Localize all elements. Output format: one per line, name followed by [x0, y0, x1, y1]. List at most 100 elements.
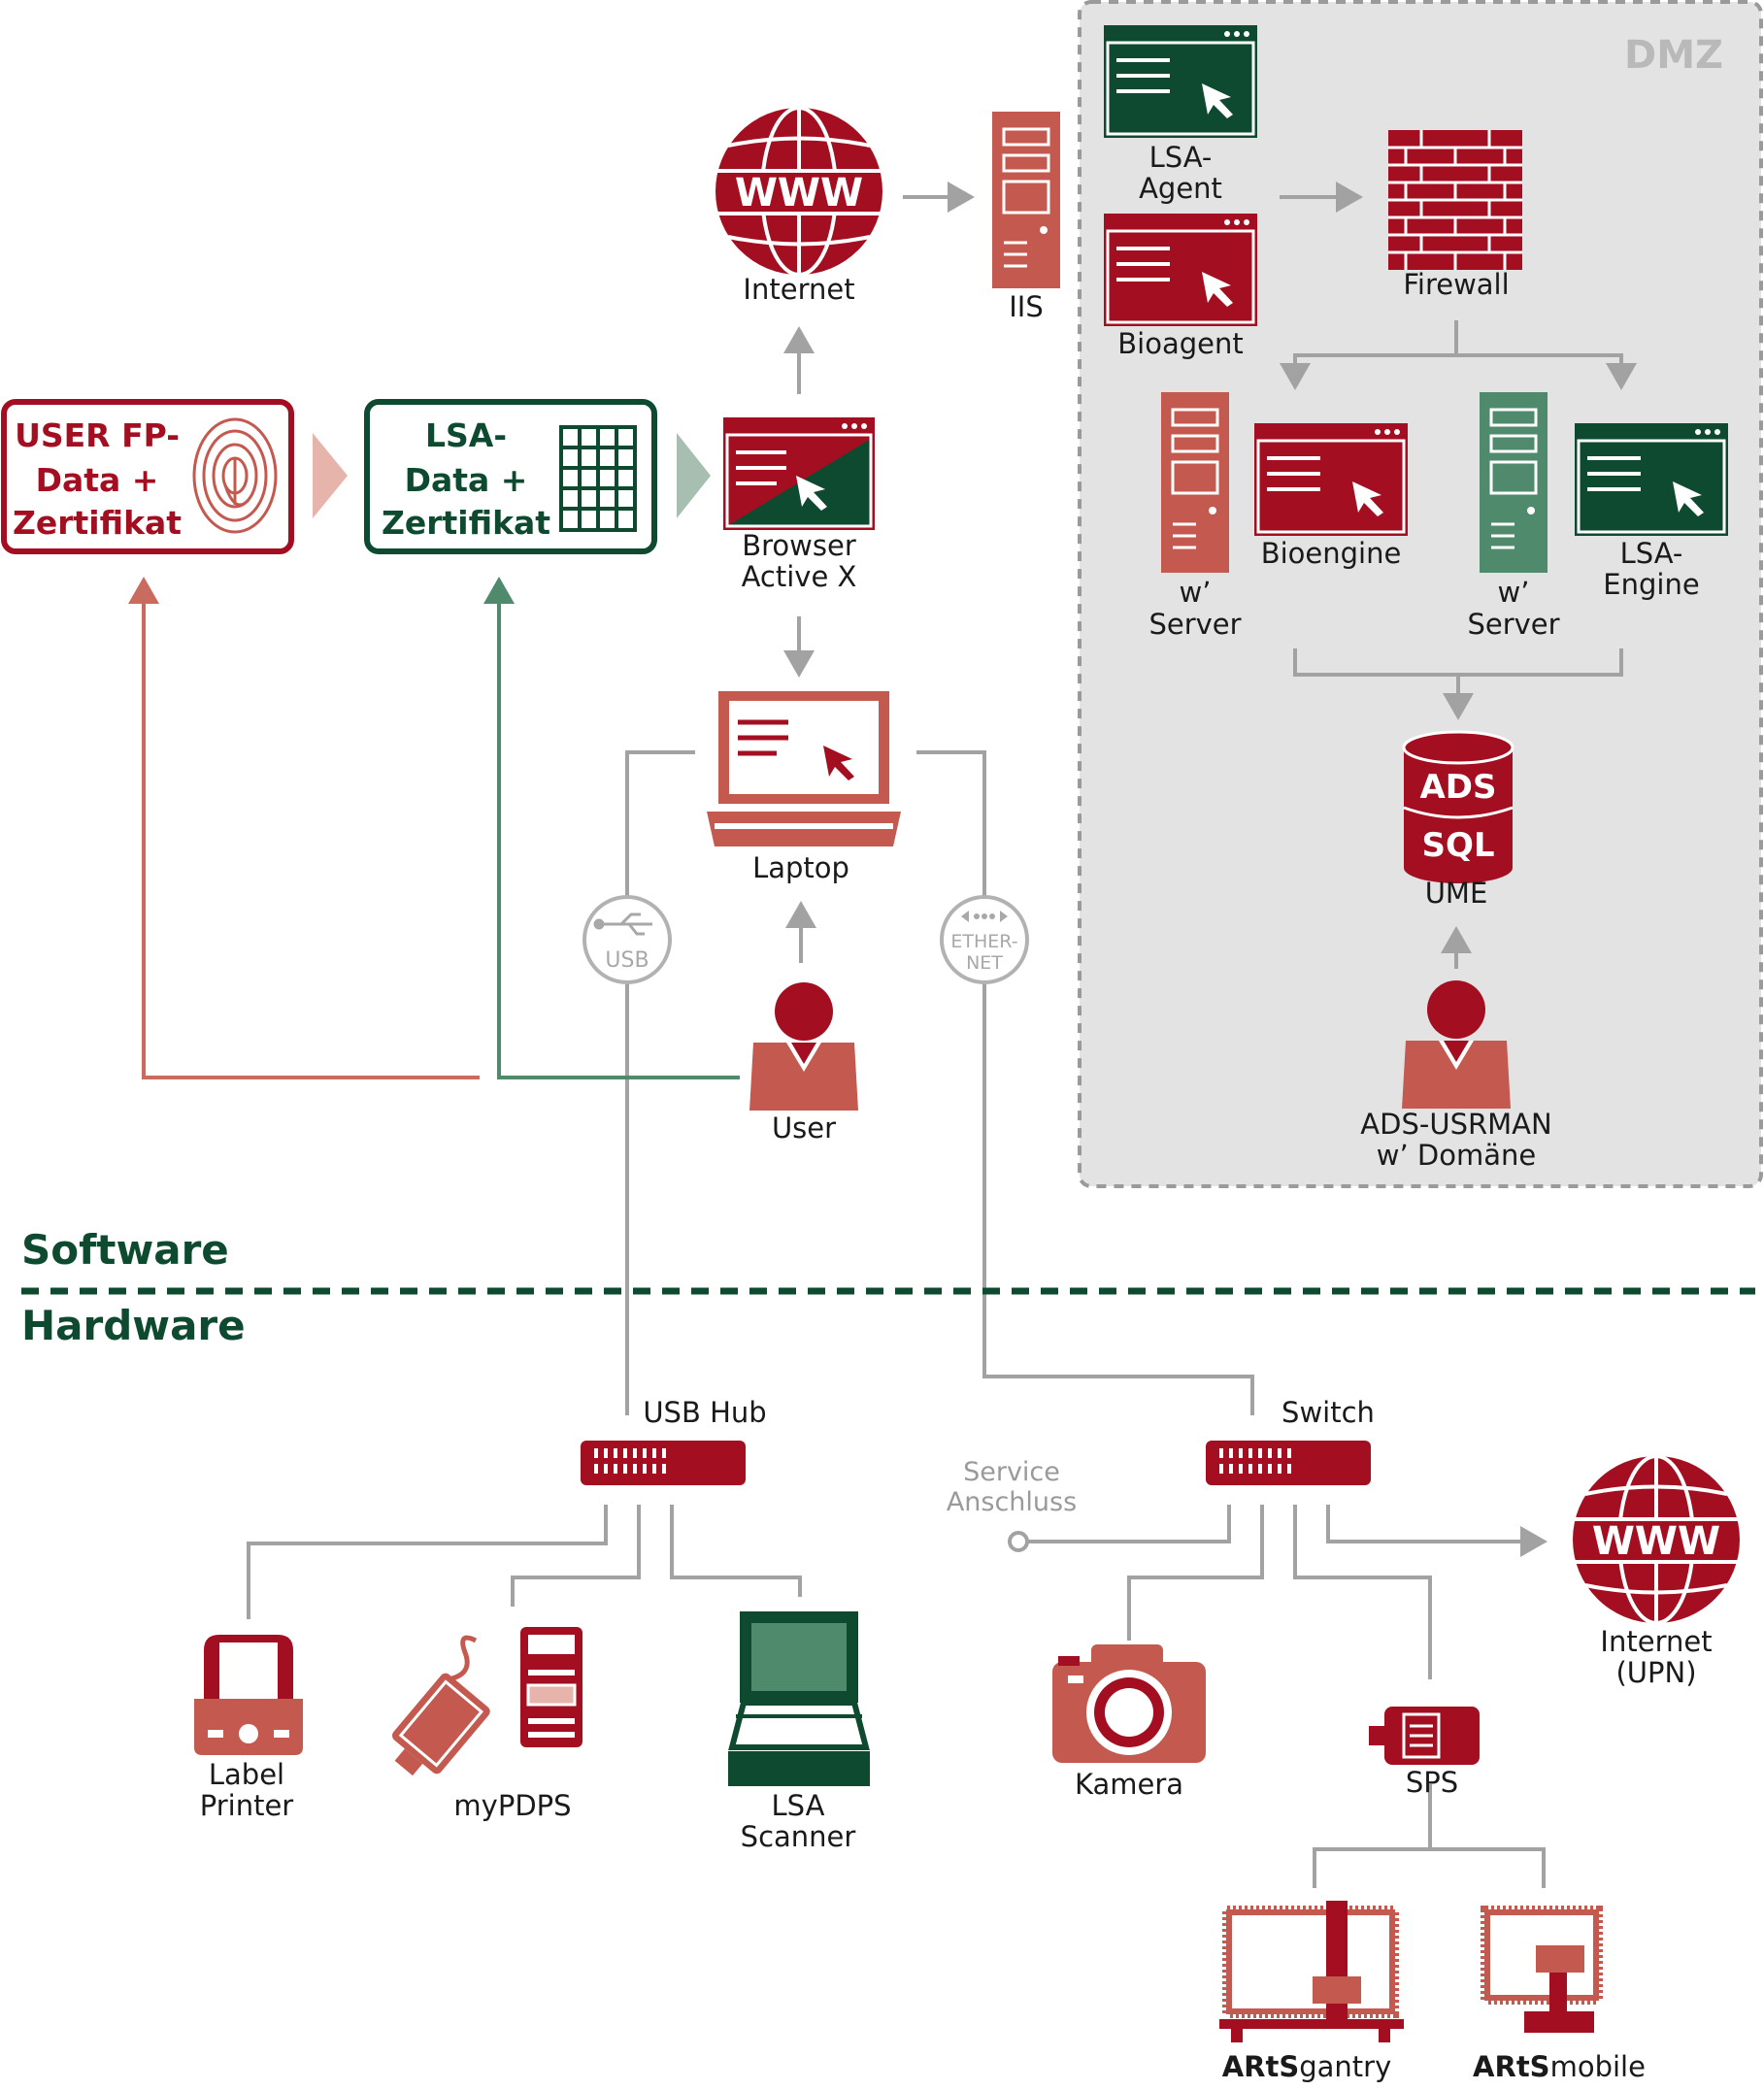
fingerprint-icon — [192, 417, 278, 534]
bioengine-label: Bioengine — [1261, 537, 1402, 570]
internet-node[interactable]: WWW Internet — [716, 106, 882, 306]
globe-icon: WWW — [716, 106, 882, 277]
dmz-title: DMZ — [1624, 33, 1723, 78]
svg-text:SQL: SQL — [1421, 826, 1494, 865]
gantry-icon — [1219, 1901, 1404, 2042]
software-section-title: Software — [21, 1226, 229, 1274]
artsmobile-label: ARtSmobile — [1473, 2050, 1646, 2083]
server-tower-icon — [992, 112, 1060, 288]
admin-user-node[interactable]: ADS-USRMAN w’ Domäne — [1360, 980, 1552, 1172]
camera-icon — [1052, 1644, 1206, 1763]
user-fp-line-3: Zertifikat — [13, 504, 182, 542]
usb-hub-node[interactable]: USB Hub — [581, 1396, 767, 1485]
ethernet-badge: ETHER- NET — [940, 895, 1029, 984]
admin-user-label-1: ADS-USRMAN — [1360, 1108, 1551, 1141]
usb-hub-label: USB Hub — [643, 1396, 766, 1429]
w-server-red-label-2: Server — [1148, 608, 1241, 641]
internet-upn-label-1: Internet — [1600, 1625, 1712, 1658]
printer-icon — [194, 1635, 303, 1755]
switch-node[interactable]: Switch — [1206, 1396, 1375, 1485]
server-tower-icon — [1480, 392, 1548, 573]
lsa-box-line-1: LSA- — [425, 416, 507, 454]
app-window-icon — [1104, 25, 1257, 138]
app-window-icon — [1104, 214, 1257, 326]
ethernet-label-2: NET — [966, 952, 1003, 974]
server-tower-icon — [1161, 392, 1229, 573]
globe-icon: WWW — [1573, 1454, 1740, 1625]
svg-text:WWW: WWW — [1592, 1519, 1720, 1564]
w-server-green-node[interactable]: w’ Server — [1467, 392, 1560, 641]
database-node[interactable]: ADS SQL UME — [1402, 730, 1514, 910]
usb-device-icon — [392, 1627, 582, 1776]
connectors — [128, 182, 1637, 1888]
bioagent-node[interactable]: Bioagent — [1104, 214, 1257, 360]
laptop-label: Laptop — [752, 851, 849, 884]
label-printer-label-1: Label — [209, 1758, 284, 1791]
kamera-node[interactable]: Kamera — [1052, 1644, 1206, 1801]
mypdps-node[interactable]: myPDPS — [380, 1627, 582, 1822]
lsa-scanner-node[interactable]: LSA Scanner — [728, 1611, 870, 1853]
hub-icon — [581, 1441, 746, 1485]
lsa-engine-label-2: Engine — [1603, 568, 1699, 601]
lsa-scanner-label-2: Scanner — [741, 1820, 856, 1853]
brick-wall-icon — [1388, 130, 1522, 270]
usb-badge: USB — [582, 895, 672, 984]
w-server-red-label-1: w’ — [1180, 576, 1212, 609]
grid-icon — [559, 425, 637, 532]
w-server-green-label-2: Server — [1467, 608, 1559, 641]
browser-label-1: Browser — [742, 529, 856, 562]
bioagent-label: Bioagent — [1117, 327, 1243, 360]
iis-server-node[interactable]: IIS — [992, 112, 1060, 323]
artsgantry-node[interactable]: ARtSgantry — [1219, 1901, 1404, 2083]
usb-icon — [593, 912, 652, 936]
database-icon: ADS SQL — [1402, 730, 1514, 883]
usb-badge-label: USB — [605, 948, 649, 973]
plc-icon — [1369, 1707, 1480, 1765]
mobile-gantry-icon — [1481, 1906, 1603, 2033]
artsmobile-node[interactable]: ARtSmobile — [1473, 1906, 1646, 2083]
browser-label-2: Active X — [742, 560, 857, 593]
user-icon — [1402, 980, 1511, 1109]
user-fp-line-2: Data + — [36, 461, 159, 499]
internet-label: Internet — [743, 273, 854, 306]
app-window-icon — [1254, 423, 1408, 536]
switch-label: Switch — [1281, 1396, 1375, 1429]
internet-upn-label-2: (UPN) — [1615, 1656, 1696, 1689]
user-fp-data-box[interactable]: USER FP- Data + Zertifikat — [1, 399, 294, 554]
lsa-engine-node[interactable]: LSA- Engine — [1575, 423, 1728, 601]
label-printer-label-2: Printer — [200, 1789, 294, 1822]
sps-node[interactable]: SPS — [1369, 1707, 1480, 1799]
lsa-box-line-3: Zertifikat — [382, 504, 550, 542]
user-fp-line-1: USER FP- — [15, 416, 180, 454]
laptop-node[interactable]: Laptop — [707, 691, 901, 884]
hardware-section-title: Hardware — [21, 1302, 246, 1349]
service-label-1: Service — [963, 1457, 1060, 1487]
iis-label: IIS — [1009, 290, 1044, 323]
svg-text:WWW: WWW — [735, 171, 863, 216]
w-server-green-label-1: w’ — [1498, 576, 1530, 609]
app-window-icon — [1575, 423, 1728, 536]
lsa-engine-label-1: LSA- — [1620, 537, 1683, 570]
lsa-agent-node[interactable]: LSA- Agent — [1104, 25, 1257, 205]
firewall-node[interactable]: Firewall — [1388, 130, 1522, 301]
bioengine-node[interactable]: Bioengine — [1254, 423, 1408, 570]
hub-icon — [1206, 1441, 1371, 1485]
lsa-scanner-label-1: LSA — [772, 1789, 825, 1822]
scanner-icon — [728, 1611, 870, 1786]
kamera-label: Kamera — [1075, 1768, 1183, 1801]
svg-text:ADS: ADS — [1419, 768, 1496, 807]
user-icon — [749, 982, 858, 1111]
ethernet-label-1: ETHER- — [950, 931, 1017, 952]
user-label: User — [772, 1111, 836, 1145]
service-port[interactable]: Service Anschluss — [947, 1457, 1077, 1517]
w-server-red-node[interactable]: w’ Server — [1148, 392, 1242, 641]
ethernet-icon — [961, 911, 1008, 922]
label-printer-node[interactable]: Label Printer — [194, 1635, 303, 1822]
user-node[interactable]: User — [749, 982, 858, 1145]
laptop-icon — [707, 691, 901, 846]
database-label: UME — [1425, 877, 1488, 910]
lsa-data-box[interactable]: LSA- Data + Zertifikat — [364, 399, 657, 554]
sps-label: SPS — [1406, 1766, 1458, 1799]
browser-node[interactable]: Browser Active X — [723, 417, 875, 593]
internet-upn-node[interactable]: WWW Internet (UPN) — [1573, 1454, 1740, 1689]
